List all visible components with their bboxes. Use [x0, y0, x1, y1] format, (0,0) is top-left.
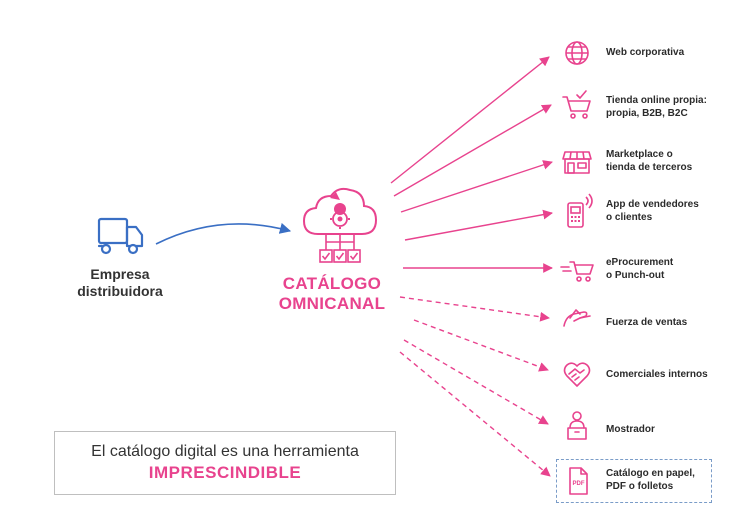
- channel-label-line1: App de vendedores: [606, 199, 699, 210]
- tagline-line2: IMPRESCINDIBLE: [148, 463, 302, 482]
- channel-arrow: [399, 351, 551, 477]
- truck-icon: [97, 217, 144, 255]
- catalog-label-line1: CATÁLOGO: [282, 274, 382, 293]
- paper-catalog-box: [556, 459, 712, 503]
- channel-label-line1: Web corporativa: [606, 47, 685, 58]
- channel-label-line2: PDF o folletos: [606, 481, 674, 492]
- speed-cart-icon: [560, 261, 594, 282]
- globe-icon: [565, 41, 589, 65]
- tagline-line1: El catálogo digital es una herramienta: [91, 443, 359, 460]
- channel-label-online-store: Tienda online propia: propia, B2B, B2C: [606, 94, 707, 120]
- source-label: Empresa distribuidora: [60, 266, 180, 300]
- channel-arrow: [390, 56, 550, 184]
- channel-label-sales-force: Fuerza de ventas: [606, 316, 687, 329]
- channel-label-marketplace: Marketplace o tienda de terceros: [606, 148, 692, 174]
- channel-arrow: [413, 319, 549, 372]
- channel-label-app: App de vendedores o clientes: [606, 198, 699, 224]
- channel-arrow: [404, 209, 553, 241]
- cart-icon: [562, 90, 591, 119]
- channel-label-line1: Fuerza de ventas: [606, 317, 688, 328]
- catalog-label-line2: OMNICANAL: [278, 294, 386, 313]
- channel-arrow: [403, 339, 549, 425]
- channel-label-internal-sales: Comerciales internos: [606, 368, 708, 381]
- channel-label-line1: Marketplace o: [606, 149, 673, 160]
- pdf-file-icon: PDF: [569, 467, 588, 495]
- counter-clerk-icon: [567, 411, 587, 440]
- storefront-icon: [562, 151, 592, 174]
- channel-label-counter: Mostrador: [606, 423, 655, 436]
- channel-label-line1: Mostrador: [606, 424, 655, 435]
- channel-label-web: Web corporativa: [606, 46, 684, 59]
- channel-label-line2: tienda de terceros: [606, 162, 693, 173]
- mobile-icon: [567, 193, 593, 228]
- channel-arrows: [390, 56, 553, 477]
- channel-label-line2: o Punch-out: [606, 270, 665, 281]
- channel-arrow: [400, 160, 553, 213]
- channel-label-line1: Catálogo en papel,: [606, 468, 695, 479]
- channel-label-line2: o clientes: [606, 212, 653, 223]
- handshake-icon: [563, 362, 591, 387]
- channel-label-paper-catalog: Catálogo en papel, PDF o folletos: [606, 467, 695, 493]
- channel-arrow: [393, 104, 552, 197]
- tagline-box: El catálogo digital es una herramienta I…: [54, 431, 396, 495]
- source-label-line2: distribuidora: [77, 283, 163, 299]
- channel-label-line1: Tienda online propia:: [606, 95, 707, 106]
- source-label-line1: Empresa: [90, 266, 150, 282]
- cloud-gear-icon: [302, 187, 378, 263]
- channel-label-line2: propia, B2B, B2C: [606, 108, 688, 119]
- pdf-icon-text: PDF: [573, 481, 585, 487]
- catalog-label: CATÁLOGO OMNICANAL: [262, 274, 402, 314]
- sales-hand-icon: [563, 309, 591, 327]
- channel-label-eprocurement: eProcurement o Punch-out: [606, 256, 673, 282]
- source-to-catalog-arrow: [155, 222, 292, 245]
- channel-label-line1: Comerciales internos: [606, 369, 708, 380]
- channel-arrow: [399, 296, 550, 322]
- channel-label-line1: eProcurement: [606, 257, 674, 268]
